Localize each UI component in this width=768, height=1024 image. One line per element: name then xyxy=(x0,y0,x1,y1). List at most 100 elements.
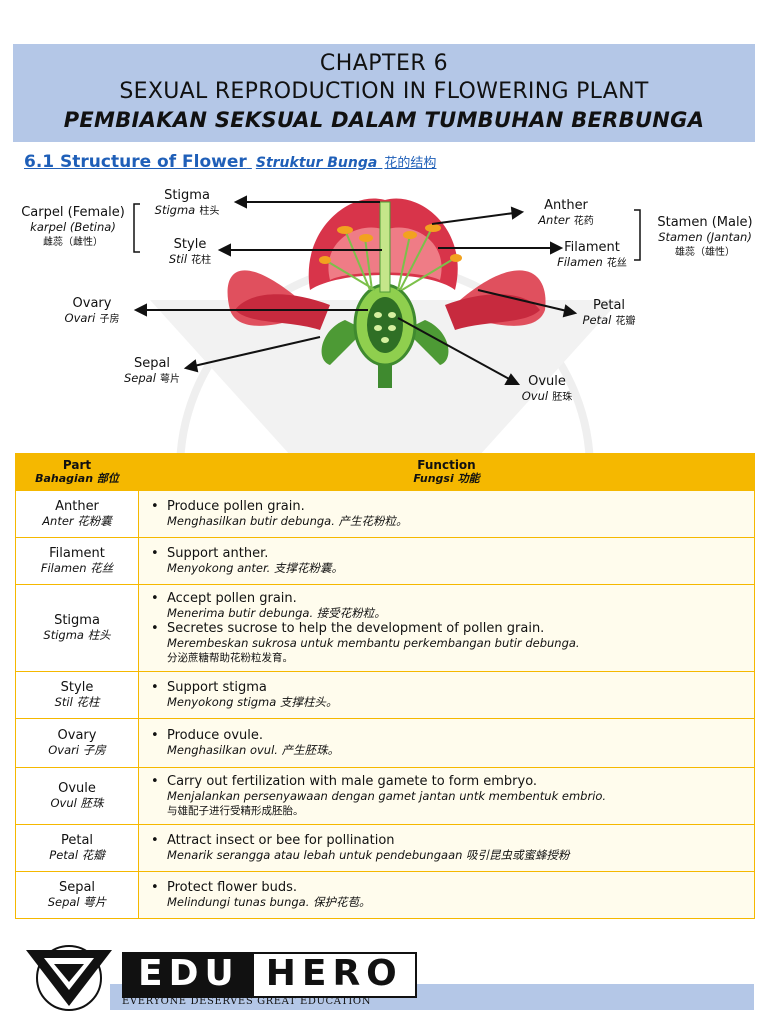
header-part-ms: Bahagian 部位 xyxy=(35,472,119,485)
label-stigma: Stigma Stigma 柱头 xyxy=(142,188,232,219)
label-ovule-ms: Ovul xyxy=(521,389,549,403)
section-title-ms: Struktur Bunga xyxy=(255,155,378,171)
function-item: Protect flower buds.Melindungi tunas bun… xyxy=(149,880,746,910)
brand-tagline: EVERYONE DESERVES GREAT EDUCATION xyxy=(122,996,372,1007)
label-style-zh: 花柱 xyxy=(191,255,212,266)
section-title: 6.1 Structure of Flower Struktur Bunga 花… xyxy=(24,152,436,172)
label-carpel-ms: karpel (Betina) xyxy=(30,220,116,234)
part-name-ms: Filamen 花丝 xyxy=(40,561,114,575)
function-cell: Protect flower buds.Melindungi tunas bun… xyxy=(138,871,755,919)
part-name: Stigma xyxy=(54,613,100,628)
label-stigma-ms: Stigma xyxy=(154,203,196,217)
function-text-en: Attract insect or bee for pollination xyxy=(167,833,395,848)
label-ovary-en: Ovary xyxy=(72,296,112,311)
label-stamen: Stamen (Male) Stamen (Jantan) 雄蕊（雄性） xyxy=(648,215,762,260)
label-anther-zh: 花药 xyxy=(573,216,594,227)
label-style-ms: Stil xyxy=(168,252,188,266)
part-name: Style xyxy=(60,680,94,695)
label-ovary-zh: 子房 xyxy=(99,314,120,325)
part-name: Anther xyxy=(55,499,99,514)
label-sepal-ms: Sepal xyxy=(123,371,156,385)
label-petal-en: Petal xyxy=(592,298,626,313)
brand-wordmark: EDU HERO xyxy=(122,952,417,998)
chapter-header: CHAPTER 6 SEXUAL REPRODUCTION IN FLOWERI… xyxy=(13,44,755,142)
function-item: Secretes sucrose to help the development… xyxy=(149,621,746,666)
label-anther-en: Anther xyxy=(544,198,588,213)
part-name: Petal xyxy=(60,833,94,848)
label-carpel: Carpel (Female) karpel (Betina) 雌蕊（雌性） xyxy=(14,205,132,250)
label-ovule-zh: 胚珠 xyxy=(552,392,573,403)
brand-hero: HERO xyxy=(265,953,403,994)
function-text-en: Protect flower buds. xyxy=(167,880,297,895)
label-ovule: Ovule Ovul 胚珠 xyxy=(508,374,586,405)
function-item: Attract insect or bee for pollinationMen… xyxy=(149,833,746,863)
label-filament-zh: 花丝 xyxy=(606,258,627,269)
function-text-ms: Menghasilkan ovul. 产生胚珠。 xyxy=(167,743,340,757)
chapter-title-ms: PEMBIAKAN SEKSUAL DALAM TUMBUHAN BERBUNG… xyxy=(63,108,705,132)
part-name: Sepal xyxy=(58,880,96,895)
function-text-en: Support anther. xyxy=(167,546,269,561)
part-name: Ovary xyxy=(57,728,97,743)
part-name-ms: Ovari 子房 xyxy=(48,743,106,757)
label-filament: Filament Filamen 花丝 xyxy=(550,240,634,271)
function-text-zh: 与雄配子进行受精形成胚胎。 xyxy=(167,804,304,817)
chapter-number: CHAPTER 6 xyxy=(319,51,449,76)
chapter-title-en: SEXUAL REPRODUCTION IN FLOWERING PLANT xyxy=(119,79,649,104)
function-text-ms: Menyokong stigma 支撑柱头。 xyxy=(167,695,338,709)
function-text-ms: Melindungi tunas bunga. 保护花苞。 xyxy=(167,895,371,909)
label-anther: Anther Anter 花药 xyxy=(526,198,606,229)
function-text-en: Produce pollen grain. xyxy=(167,499,305,514)
label-carpel-en: Carpel (Female) xyxy=(21,205,125,220)
label-stamen-en: Stamen (Male) xyxy=(657,215,753,230)
label-petal-zh: 花瓣 xyxy=(615,316,636,327)
part-name: Filament xyxy=(49,546,105,561)
label-ovary: Ovary Ovari 子房 xyxy=(52,296,132,327)
function-text-ms: Menjalankan persenyawaan dengan gamet ja… xyxy=(167,788,607,803)
function-text-en: Support stigma xyxy=(167,680,267,695)
part-name: Ovule xyxy=(58,781,96,796)
label-ovule-en: Ovule xyxy=(528,374,566,389)
eduhero-logo-icon xyxy=(26,945,112,1011)
header-function-ms: Fungsi 功能 xyxy=(413,472,480,485)
brand-edu: EDU xyxy=(124,954,254,996)
label-style: Style Stil 花柱 xyxy=(150,237,230,268)
function-text-en: Accept pollen grain. xyxy=(167,590,297,606)
part-name-ms: Stil 花柱 xyxy=(54,695,100,709)
function-item: Produce pollen grain.Menghasilkan butir … xyxy=(149,499,746,529)
flower-illustration xyxy=(133,195,641,388)
label-sepal: Sepal Sepal 萼片 xyxy=(112,356,192,387)
function-text-zh: 分泌蔗糖帮助花粉粒发育。 xyxy=(167,651,293,664)
function-text-ms: Menarik serangga atau lebah untuk pendeb… xyxy=(167,848,570,862)
function-text-ms: Menerima butir debunga. 接受花粉粒。 xyxy=(167,605,386,620)
function-text-en: Carry out fertilization with male gamete… xyxy=(167,773,538,789)
label-carpel-zh: 雌蕊（雌性） xyxy=(43,237,103,248)
section-title-zh: 花的结构 xyxy=(384,156,437,171)
label-stamen-ms: Stamen (Jantan) xyxy=(658,230,752,244)
table-header-part: Part Bahagian 部位 xyxy=(15,453,139,491)
label-ovary-ms: Ovari xyxy=(64,311,96,325)
label-filament-ms: Filamen xyxy=(557,255,603,269)
label-sepal-en: Sepal xyxy=(133,356,171,371)
label-petal-ms: Petal xyxy=(582,313,612,327)
function-item: Carry out fertilization with male gamete… xyxy=(149,774,746,819)
function-cell: Carry out fertilization with male gamete… xyxy=(138,767,755,825)
part-name-ms: Stigma 柱头 xyxy=(43,628,111,642)
function-text-en: Produce ovule. xyxy=(167,728,264,743)
function-cell: Attract insect or bee for pollinationMen… xyxy=(138,824,755,872)
